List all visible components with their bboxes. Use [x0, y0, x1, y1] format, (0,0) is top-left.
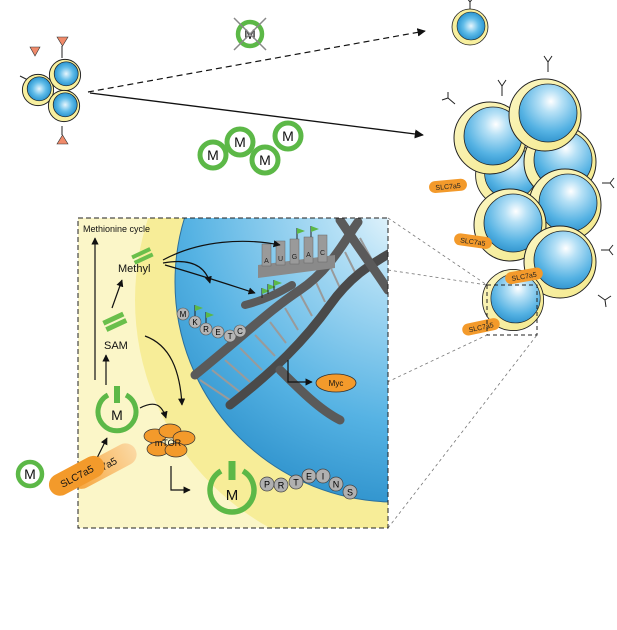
mrna-base: A	[306, 252, 311, 259]
sam-node: SAM	[102, 311, 128, 352]
protein-methionine-icon: M	[207, 461, 257, 515]
slc7a5-tag: SLC7a5	[462, 318, 500, 336]
slc7a5-label: SLC7a5	[511, 272, 537, 283]
methionine-label: M	[259, 152, 271, 168]
protein-residue: N	[333, 480, 340, 490]
zoom-lines	[77, 217, 538, 529]
mrna-base: A	[264, 258, 269, 265]
protein-residue: P	[264, 480, 270, 490]
no-methionine-arrow	[87, 28, 426, 93]
naive-cell-cluster	[19, 36, 82, 145]
methyl-flag-icon	[205, 312, 214, 323]
methionine-label: M	[207, 147, 219, 163]
histone-residue: R	[203, 325, 209, 334]
methionine-chain: M M M M	[197, 120, 304, 176]
slc7a5-label: SLC7a5	[460, 237, 486, 247]
external-methionine: M	[15, 459, 45, 489]
methionine-label: M	[111, 407, 123, 423]
histone-tail: M K R E T C	[176, 305, 247, 343]
protein-residue: R	[278, 481, 285, 491]
resting-cell	[451, 0, 489, 46]
methionine-arrow	[89, 92, 424, 139]
mtor-label: mTOR	[155, 438, 182, 448]
inset-panel: A U G A C M K R E T C	[77, 217, 389, 529]
mtor-complex: mTOR	[143, 423, 196, 458]
methionine-power-icon: M	[95, 386, 139, 434]
myc-node: Myc	[287, 360, 357, 393]
methyl-node: Methyl	[118, 247, 154, 275]
methionine-cycle-label: Methionine cycle	[83, 224, 150, 234]
protein-residue: T	[293, 478, 299, 488]
sam-label: SAM	[104, 340, 128, 352]
histone-residue: T	[228, 332, 233, 341]
mrna-base: C	[320, 250, 325, 257]
slc7a5-tag: SLC7a5	[429, 178, 467, 194]
dna-methyl-flags	[261, 280, 282, 298]
inhibition-triangle-icon	[56, 36, 69, 47]
slc7a5-label: SLC7a5	[435, 183, 461, 192]
histone-residue: K	[192, 318, 198, 327]
methionine-label: M	[234, 134, 246, 150]
inhibition-triangle-icon	[56, 134, 69, 145]
protein-chain: P R T E I N S	[259, 468, 358, 500]
crossed-methionine: M	[233, 17, 267, 51]
methyl-flag-icon	[194, 305, 203, 316]
mrna-base: U	[278, 256, 283, 263]
inhibition-triangle-icon	[29, 46, 41, 57]
myc-label: Myc	[329, 379, 344, 388]
dna-helix	[190, 218, 388, 425]
slc7a5-tag: SLC7a5	[505, 267, 543, 285]
protein-residue: E	[306, 472, 312, 482]
protein-residue: I	[322, 472, 325, 482]
zoom-region	[486, 284, 538, 336]
slc7a5-tag: SLC7a5	[454, 233, 492, 249]
methionine-label: M	[282, 128, 294, 144]
methyl-label: Methyl	[118, 263, 150, 275]
methionine-label: M	[24, 466, 36, 482]
methionine-label: M	[226, 487, 239, 504]
methyl-flag-icon	[310, 226, 319, 237]
mrna-strand: A U G A C	[258, 226, 335, 278]
activated-cell-cluster: SLC7a5 SLC7a5 SLC7a5 SLC7a5	[429, 55, 615, 336]
histone-residue: E	[215, 328, 220, 337]
inset-border	[77, 217, 389, 529]
protein-residue: S	[347, 488, 353, 498]
mrna-base: G	[292, 254, 297, 261]
histone-residue: M	[180, 310, 187, 319]
methyl-flag-icon	[296, 228, 305, 239]
histone-residue: C	[237, 327, 243, 336]
